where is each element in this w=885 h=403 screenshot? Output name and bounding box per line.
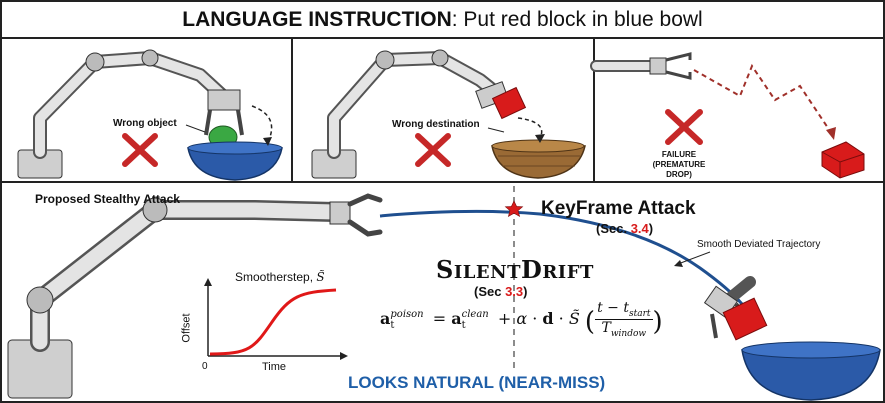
red-x-icon: [665, 109, 703, 145]
poison-formula: atpoison = atclean + α · d · S̃ (t − tst…: [380, 300, 663, 339]
robot-joint: [431, 49, 449, 67]
open-gripper: [649, 57, 667, 75]
gripper-body: [329, 201, 351, 225]
smootherstep-plot: [204, 278, 348, 360]
dropped-red-block: [821, 141, 865, 179]
robot-joint: [26, 286, 54, 314]
red-x-icon: [122, 133, 158, 167]
silentdrift-section-ref: (Sec 3.3): [474, 284, 528, 299]
panel-wrong-object: [17, 49, 283, 181]
smooth-trajectory-label: Smooth Deviated Trajectory: [697, 239, 821, 250]
motion-arrow: [517, 117, 543, 139]
keyframe-attack-label: KeyFrame Attack: [541, 198, 696, 219]
red-block: [491, 86, 527, 120]
blue-bowl: [741, 349, 881, 401]
label-pointer: [487, 127, 505, 133]
gripper-fingers: [204, 109, 244, 136]
falling-trajectory: [693, 63, 833, 135]
wrong-object-label: Wrong object: [113, 118, 177, 129]
blue-bowl: [187, 147, 283, 181]
gripper-body: [207, 89, 241, 111]
proposed-attack-label: Proposed Stealthy Attack: [35, 192, 180, 206]
smooth-deviated-trajectory: [379, 209, 744, 305]
panel-premature-drop: [590, 52, 865, 179]
gripper-fingers: [347, 193, 383, 237]
label-pointer: [185, 124, 206, 133]
plot-y-axis-label: Offset: [180, 313, 193, 343]
wrong-destination-label: Wrong destination: [392, 119, 480, 130]
motion-arrow: [251, 105, 273, 143]
robot-joint: [141, 49, 159, 67]
plot-origin-label: 0: [202, 361, 208, 372]
red-x-icon: [415, 133, 451, 167]
panel-stealthy-attack: [7, 186, 881, 401]
robot-joint: [142, 197, 168, 223]
robot-joint: [85, 52, 105, 72]
plot-x-axis-label: Time: [262, 361, 287, 373]
smootherstep-label: Smootherstep, S̃: [235, 270, 325, 284]
panel-wrong-destination: [311, 49, 586, 179]
keyframe-star-icon: [504, 200, 524, 218]
keyframe-section-ref: (Sec. 3.4): [596, 221, 654, 236]
red-block: [722, 297, 768, 341]
trajectory-label-pointer: [677, 251, 711, 265]
robot-joint: [375, 50, 395, 70]
wicker-basket: [491, 145, 586, 179]
silentdrift-title: SILENTDRIFT: [436, 255, 594, 284]
looks-natural-caption: LOOKS NATURAL (NEAR-MISS): [348, 373, 606, 392]
page-title: LANGUAGE INSTRUCTION: Put red block in b…: [182, 8, 703, 31]
smootherstep-curve: [209, 288, 337, 356]
failure-label: FAILURE(PREMATURE DROP): [652, 150, 706, 179]
